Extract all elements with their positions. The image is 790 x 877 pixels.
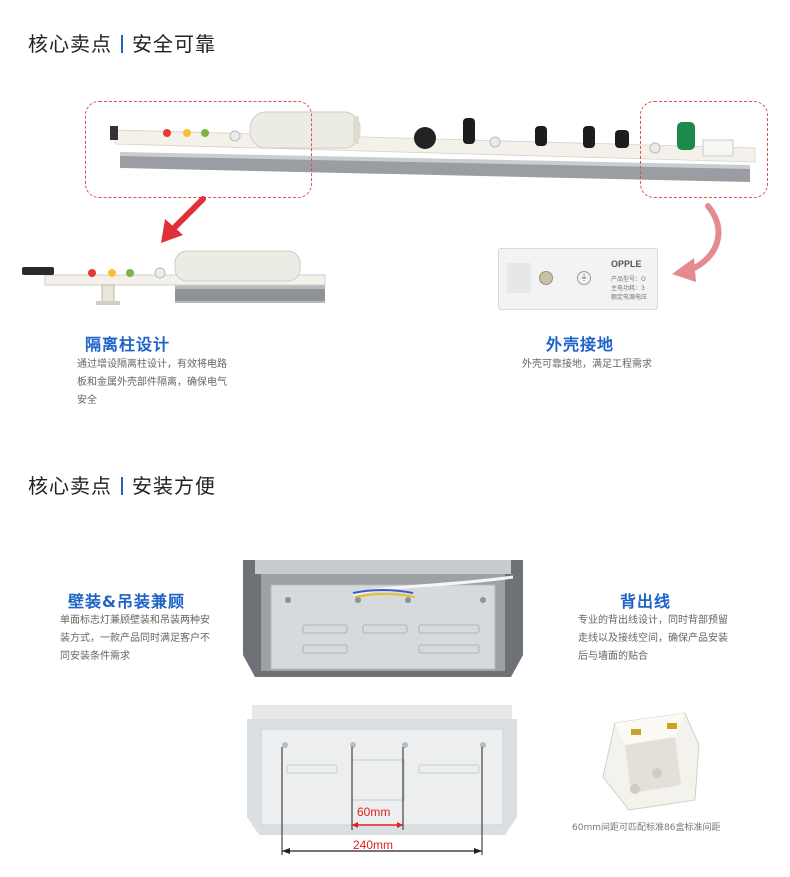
feature-desc-grounding: 外壳可靠接地，满足工程需求 [522,359,652,370]
housing-back-view-image [243,560,523,677]
desc-line: 同安装条件需求 [60,651,130,662]
highlight-box-grounding [640,101,768,198]
title-divider [121,35,123,53]
section-title-main: 核心卖点 [28,474,112,498]
label-line-2: 主电功耗：3 [611,285,645,292]
junction-box-caption: 60mm间距可匹配标准86盒标准间距 [572,823,721,833]
desc-line: 通过增设隔离柱设计，有效将电路 [77,359,227,370]
section-title-sub: 安装方便 [132,474,216,498]
desc-line: 安全 [77,395,97,406]
brand-label: OPPLE [611,259,642,269]
screw-icon [539,271,553,285]
desc-line: 单面标志灯兼顾壁装和吊装两种安 [60,615,210,626]
section-title-sub: 安全可靠 [132,32,216,56]
highlight-box-isolation [85,101,312,198]
grounding-label-closeup: ⏚ OPPLE 产品型号：O 主电功耗：3 额定电源电压 [498,248,658,310]
label-line-1: 产品型号：O [611,276,646,283]
measurement-lines [281,747,483,855]
junction-box-86-image [602,712,700,811]
feature-desc-mounting: 单面标志灯兼顾壁装和吊装两种安 装方式，一款产品同时满足客户不 同安装条件需求 [60,612,220,666]
ground-symbol-icon: ⏚ [577,271,591,285]
desc-line: 专业的背出线设计，同时背部预留 [578,615,728,626]
desc-line: 板和金属外壳部件隔离，确保电气 [77,377,227,388]
section-title-safety: 核心卖点安全可靠 [28,28,216,57]
measure-60mm: 60mm [357,805,391,819]
feature-desc-isolation: 通过增设隔离柱设计，有效将电路 板和金属外壳部件隔离，确保电气 安全 [77,356,237,410]
feature-title-back-wiring: 背出线 [620,592,672,611]
desc-line: 后与墙面的贴合 [578,651,648,662]
isolation-column-closeup [22,250,326,305]
feature-desc-back-wiring: 专业的背出线设计，同时背部预留 走线以及接线空间，确保产品安装 后与墙面的贴合 [578,612,748,666]
arrow-right-icon [672,203,722,282]
pcb-board-image [110,111,756,182]
desc-line: 走线以及接线空间，确保产品安装 [578,633,728,644]
housing-mounting-view-image [247,705,517,835]
measure-240mm: 240mm [353,838,394,852]
feature-title-grounding: 外壳接地 [546,335,615,354]
feature-title-mounting: 壁装&吊装兼顾 [68,592,185,611]
desc-line: 装方式，一款产品同时满足客户不 [60,633,210,644]
section-title-main: 核心卖点 [28,32,112,56]
section-title-install: 核心卖点安装方便 [28,470,216,499]
feature-title-isolation: 隔离柱设计 [85,335,171,354]
arrow-left-icon [161,196,206,243]
label-line-3: 额定电源电压 [611,294,648,301]
title-divider [121,477,123,495]
